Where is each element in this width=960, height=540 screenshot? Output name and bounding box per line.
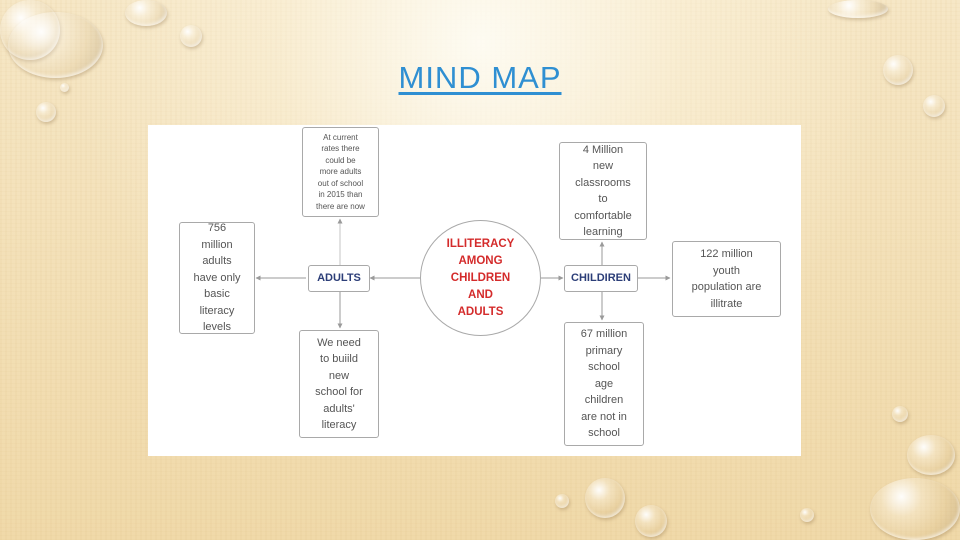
children-top-note-text: 4 Million new classrooms to comfortable … xyxy=(574,143,632,239)
adults-left-note-text: 756 million adults have only basic liter… xyxy=(193,222,241,334)
adults-node-label: ADULTS xyxy=(317,272,361,285)
adults-top-note-node: At current rates there could be more adu… xyxy=(302,127,379,217)
mind-map-title-link[interactable]: MIND MAP xyxy=(398,60,562,95)
water-droplet-decoration xyxy=(892,406,908,422)
water-droplet-decoration xyxy=(828,0,888,18)
central-topic-label: ILLITERACY AMONG CHILDREN AND ADULTS xyxy=(446,237,515,318)
adults-bottom-note-text: We need to buiild new school for adults'… xyxy=(315,336,363,432)
water-droplet-decoration xyxy=(585,478,625,518)
children-node-label: CHILDIREN xyxy=(571,272,631,285)
water-droplet-decoration xyxy=(180,25,202,47)
adults-node: ADULTS xyxy=(308,265,370,292)
central-topic-node: ILLITERACY AMONG CHILDREN AND ADULTS xyxy=(420,220,541,336)
water-droplet-decoration xyxy=(36,102,56,122)
water-droplet-decoration xyxy=(870,478,960,540)
water-droplet-decoration xyxy=(635,505,667,537)
children-right-note-node: 122 million youth population are illitra… xyxy=(672,241,781,317)
children-right-note-text: 122 million youth population are illitra… xyxy=(691,248,762,310)
water-droplet-decoration xyxy=(8,12,103,78)
water-droplet-decoration xyxy=(60,83,69,92)
adults-left-note-node: 756 million adults have only basic liter… xyxy=(179,222,255,334)
children-node: CHILDIREN xyxy=(564,265,638,292)
water-droplet-decoration xyxy=(125,0,167,26)
water-droplet-decoration xyxy=(907,435,955,475)
mind-map-diagram: ILLITERACY AMONG CHILDREN AND ADULTS ADU… xyxy=(148,125,801,456)
children-bottom-note-node: 67 million primary school age children a… xyxy=(564,322,644,446)
connector-lines xyxy=(255,218,671,329)
water-droplet-decoration xyxy=(555,494,569,508)
water-droplet-decoration xyxy=(923,95,945,117)
adults-bottom-note-node: We need to buiild new school for adults'… xyxy=(299,330,379,438)
adults-top-note-text: At current rates there could be more adu… xyxy=(316,132,365,211)
children-top-note-node: 4 Million new classrooms to comfortable … xyxy=(559,142,647,240)
water-droplet-decoration xyxy=(883,55,913,85)
water-droplet-decoration xyxy=(800,508,814,522)
children-bottom-note-text: 67 million primary school age children a… xyxy=(580,328,628,440)
slide-title: MIND MAP xyxy=(0,60,960,96)
